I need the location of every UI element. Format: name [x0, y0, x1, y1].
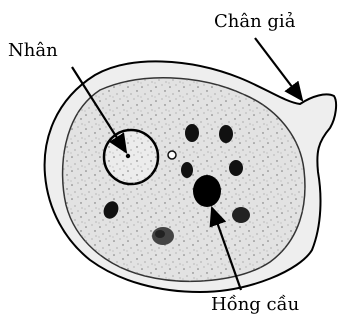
- nucleolus: [126, 154, 130, 158]
- vacuole: [168, 151, 176, 159]
- vacuole: [181, 162, 193, 178]
- vacuole: [232, 207, 250, 223]
- red-blood-cell: [193, 175, 221, 207]
- pseudopod-label: Chân giả: [214, 13, 295, 31]
- red-blood-cell-label: Hồng cầu: [211, 296, 299, 314]
- vacuole: [219, 125, 233, 143]
- nucleus-label: Nhân: [8, 42, 58, 60]
- vacuole: [229, 160, 243, 176]
- vacuole: [185, 124, 199, 142]
